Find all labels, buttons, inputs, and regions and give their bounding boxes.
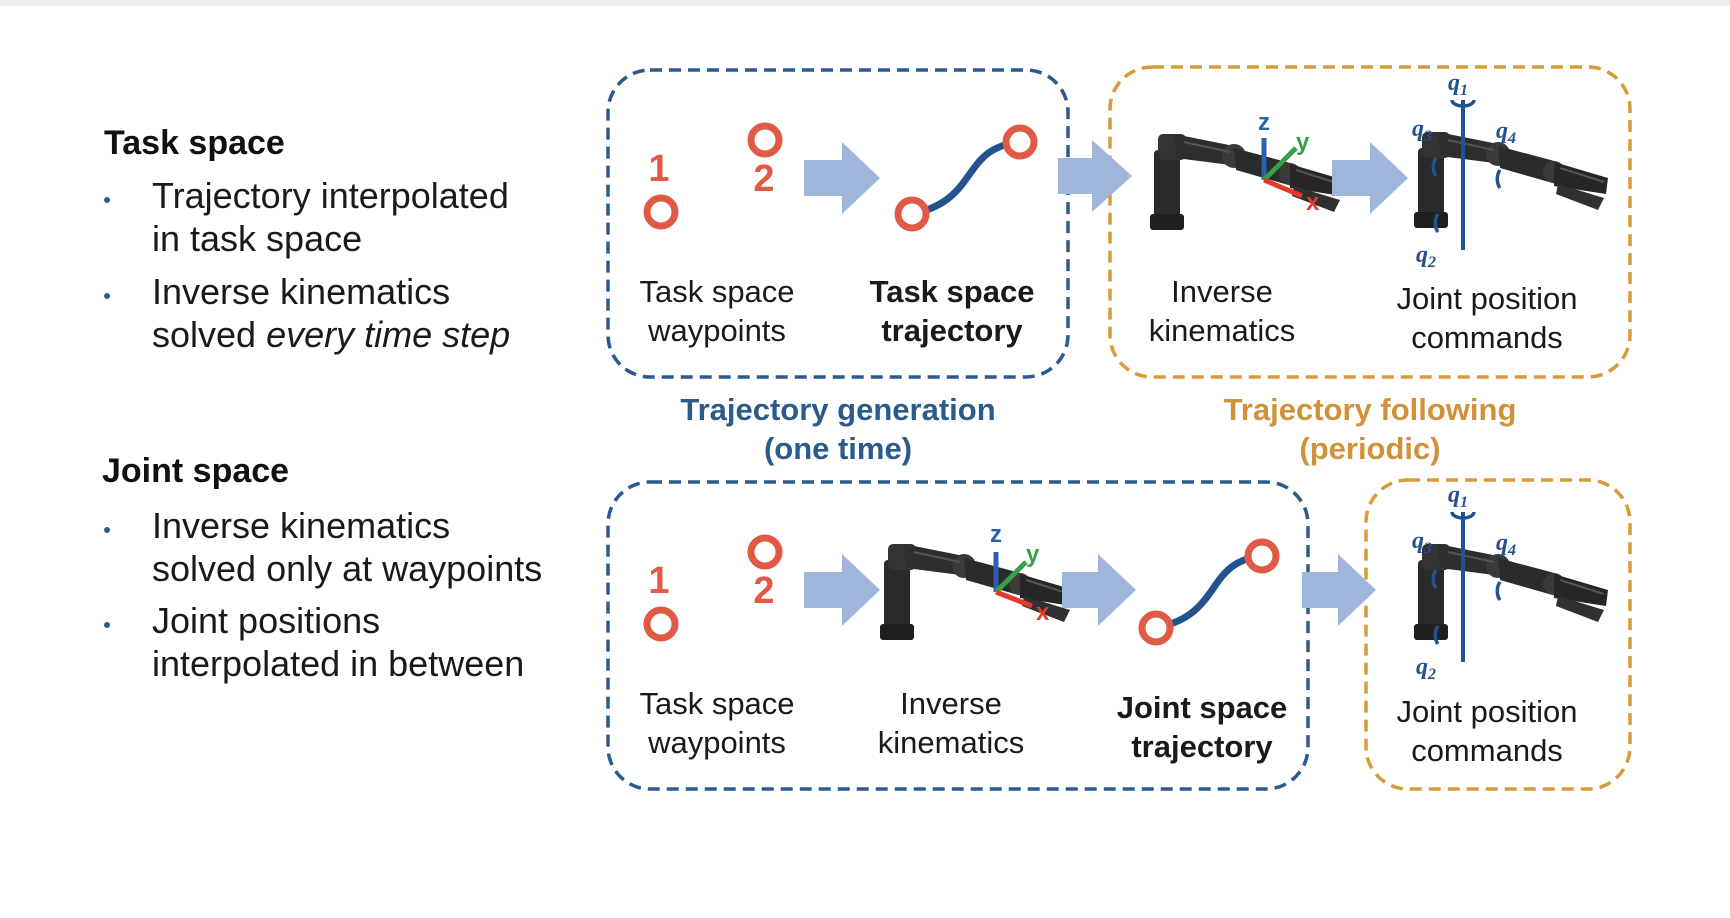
q3-label: q3 <box>1412 528 1432 557</box>
task-bullet-2: Inverse kinematics solved every time ste… <box>152 270 510 356</box>
label-line: Trajectory generation <box>680 392 996 427</box>
label-line: (periodic) <box>1299 431 1441 466</box>
task-bullet-2-line2-italic: every time step <box>266 314 511 355</box>
q3-label: q3 <box>1412 116 1432 145</box>
flow-arrow-icon <box>1058 140 1132 212</box>
flow-arrow-icon <box>1302 554 1376 626</box>
waypoint-2-marker <box>747 534 783 570</box>
joint-bullet-2-line2: interpolated in between <box>152 643 525 684</box>
joint-space-title: Joint space <box>102 452 290 490</box>
q2-label: q2 <box>1416 654 1436 683</box>
caption-line: waypoints <box>648 313 786 348</box>
trajectory-generation-label: Trajectory generation (one time) <box>680 390 995 468</box>
task-bullet-2-line2: solved every time step <box>152 313 510 356</box>
q2-label: q2 <box>1416 242 1436 271</box>
q1-label: q1 <box>1448 70 1468 99</box>
x-axis-label: x <box>1306 189 1320 216</box>
q4-label: q4 <box>1496 118 1516 147</box>
caption-line: kinematics <box>877 725 1025 760</box>
caption-line: commands <box>1411 733 1563 768</box>
task-bullet-1-line2: in task space <box>152 218 363 259</box>
flow-arrow-icon <box>804 554 880 626</box>
caption-inverse-kinematics: Inverse kinematics <box>878 684 1024 762</box>
waypoint-1-marker <box>643 194 679 230</box>
caption-line: Inverse <box>1171 274 1273 309</box>
caption-task-space-waypoints: Task space waypoints <box>639 684 794 762</box>
bullet-dot <box>104 197 110 203</box>
trajectory-start-marker <box>894 196 930 232</box>
caption-line: trajectory <box>1131 729 1273 764</box>
caption-line: trajectory <box>881 313 1023 348</box>
bullet-dot <box>104 527 110 533</box>
joint-bullet-2-line1: Joint positions <box>152 600 381 641</box>
trajectory-start-marker <box>1138 610 1174 646</box>
joint-bullet-1-line2: solved only at waypoints <box>152 548 543 589</box>
caption-line: Task space <box>639 274 795 309</box>
caption-joint-space-trajectory: Joint space trajectory <box>1117 688 1288 766</box>
top-bar <box>0 0 1730 6</box>
caption-task-space-waypoints: Task space waypoints <box>639 272 794 350</box>
caption-line: Joint space <box>1116 690 1288 725</box>
bullet-dot <box>104 622 110 628</box>
task-space-trajectory-curve <box>911 138 1021 218</box>
caption-inverse-kinematics: Inverse kinematics <box>1149 272 1295 350</box>
trajectory-end-marker <box>1002 124 1038 160</box>
task-bullet-1-line1: Trajectory interpolated <box>152 175 509 216</box>
waypoint-2-number: 2 <box>753 570 775 612</box>
waypoint-2-marker <box>747 122 783 158</box>
trajectory-following-label: Trajectory following (periodic) <box>1224 390 1517 468</box>
waypoint-1-number: 1 <box>648 148 670 190</box>
q1-label: q1 <box>1448 482 1468 511</box>
caption-joint-position-commands: Joint position commands <box>1397 279 1578 357</box>
z-axis-label: z <box>990 521 1002 548</box>
coordinate-frame-icon <box>1261 138 1303 199</box>
caption-line: waypoints <box>648 725 786 760</box>
flow-arrow-icon <box>1332 142 1408 214</box>
rotation-arrow-icon <box>1431 99 1502 234</box>
bottom-generation-box <box>606 480 1310 791</box>
y-axis-label: y <box>1026 541 1040 568</box>
joint-bullet-2: Joint positions interpolated in between <box>152 599 524 685</box>
caption-task-space-trajectory: Task space trajectory <box>870 272 1035 350</box>
z-axis-label: z <box>1258 109 1270 136</box>
label-line: Trajectory following <box>1223 392 1517 427</box>
caption-line: kinematics <box>1148 313 1296 348</box>
joint-space-trajectory-curve <box>1155 552 1263 632</box>
bottom-following-box <box>1364 478 1632 791</box>
joint-bullet-1: Inverse kinematics solved only at waypoi… <box>152 504 542 590</box>
top-generation-box <box>606 68 1070 379</box>
waypoint-1-number: 1 <box>648 560 670 602</box>
caption-line: commands <box>1411 320 1563 355</box>
caption-joint-position-commands: Joint position commands <box>1397 692 1578 770</box>
task-bullet-2-line2-plain: solved <box>152 314 267 355</box>
flow-arrow-icon <box>1062 554 1136 626</box>
bullet-dot <box>104 293 110 299</box>
trajectory-end-marker <box>1244 538 1280 574</box>
top-following-box <box>1108 65 1632 379</box>
caption-line: Task space <box>869 274 1035 309</box>
caption-line: Task space <box>639 686 795 721</box>
waypoint-1-marker <box>643 606 679 642</box>
task-space-title: Task space <box>104 124 285 162</box>
task-bullet-2-line1: Inverse kinematics <box>152 271 451 312</box>
y-axis-label: y <box>1296 129 1310 156</box>
caption-line: Joint position <box>1396 281 1578 316</box>
q4-label: q4 <box>1496 530 1516 559</box>
coordinate-frame-icon <box>993 552 1033 609</box>
flow-arrow-icon <box>804 142 880 214</box>
rotation-arrow-icon <box>1431 511 1502 646</box>
x-axis-label: x <box>1036 599 1050 626</box>
label-line: (one time) <box>763 431 913 466</box>
task-bullet-1: Trajectory interpolated in task space <box>152 174 509 260</box>
joint-bullet-1-line1: Inverse kinematics <box>152 505 451 546</box>
caption-line: Inverse <box>900 686 1002 721</box>
caption-line: Joint position <box>1396 694 1578 729</box>
waypoint-2-number: 2 <box>753 158 775 200</box>
